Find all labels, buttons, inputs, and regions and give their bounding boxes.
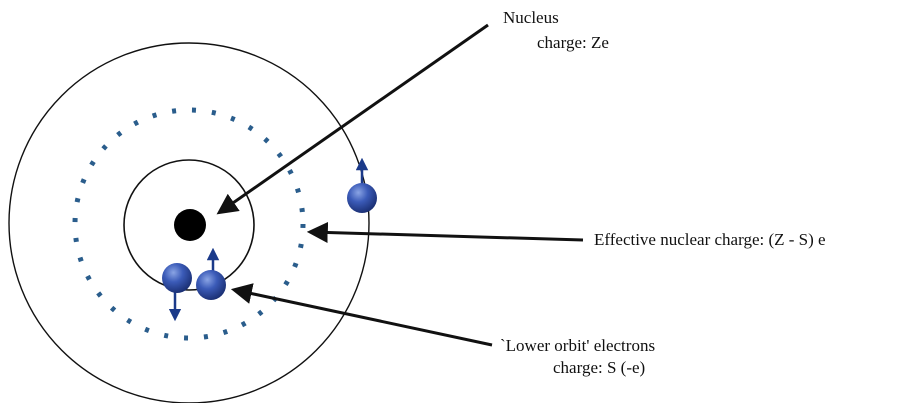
inner-electron-spin-down: [162, 263, 192, 322]
outer-electron: [347, 157, 377, 213]
nucleus-charge-label: charge: Ze: [537, 33, 609, 52]
inner-electron-spin-up: [196, 247, 226, 300]
nucleus-pointer-arrow: [216, 23, 489, 215]
screening-boundary: [72, 107, 306, 341]
nucleus: [174, 209, 206, 241]
lower-orbit-pointer-arrow: [230, 283, 493, 347]
lower-orbit-charge-label: charge: S (-e): [553, 358, 645, 377]
effective-charge-pointer-arrow: [306, 221, 584, 243]
nucleus-label: Nucleus: [503, 8, 559, 27]
lower-orbit-label: `Lower orbit' electrons: [500, 336, 655, 355]
effective-charge-label: Effective nuclear charge: (Z - S) e: [594, 230, 826, 249]
inner-orbit: [123, 159, 255, 291]
